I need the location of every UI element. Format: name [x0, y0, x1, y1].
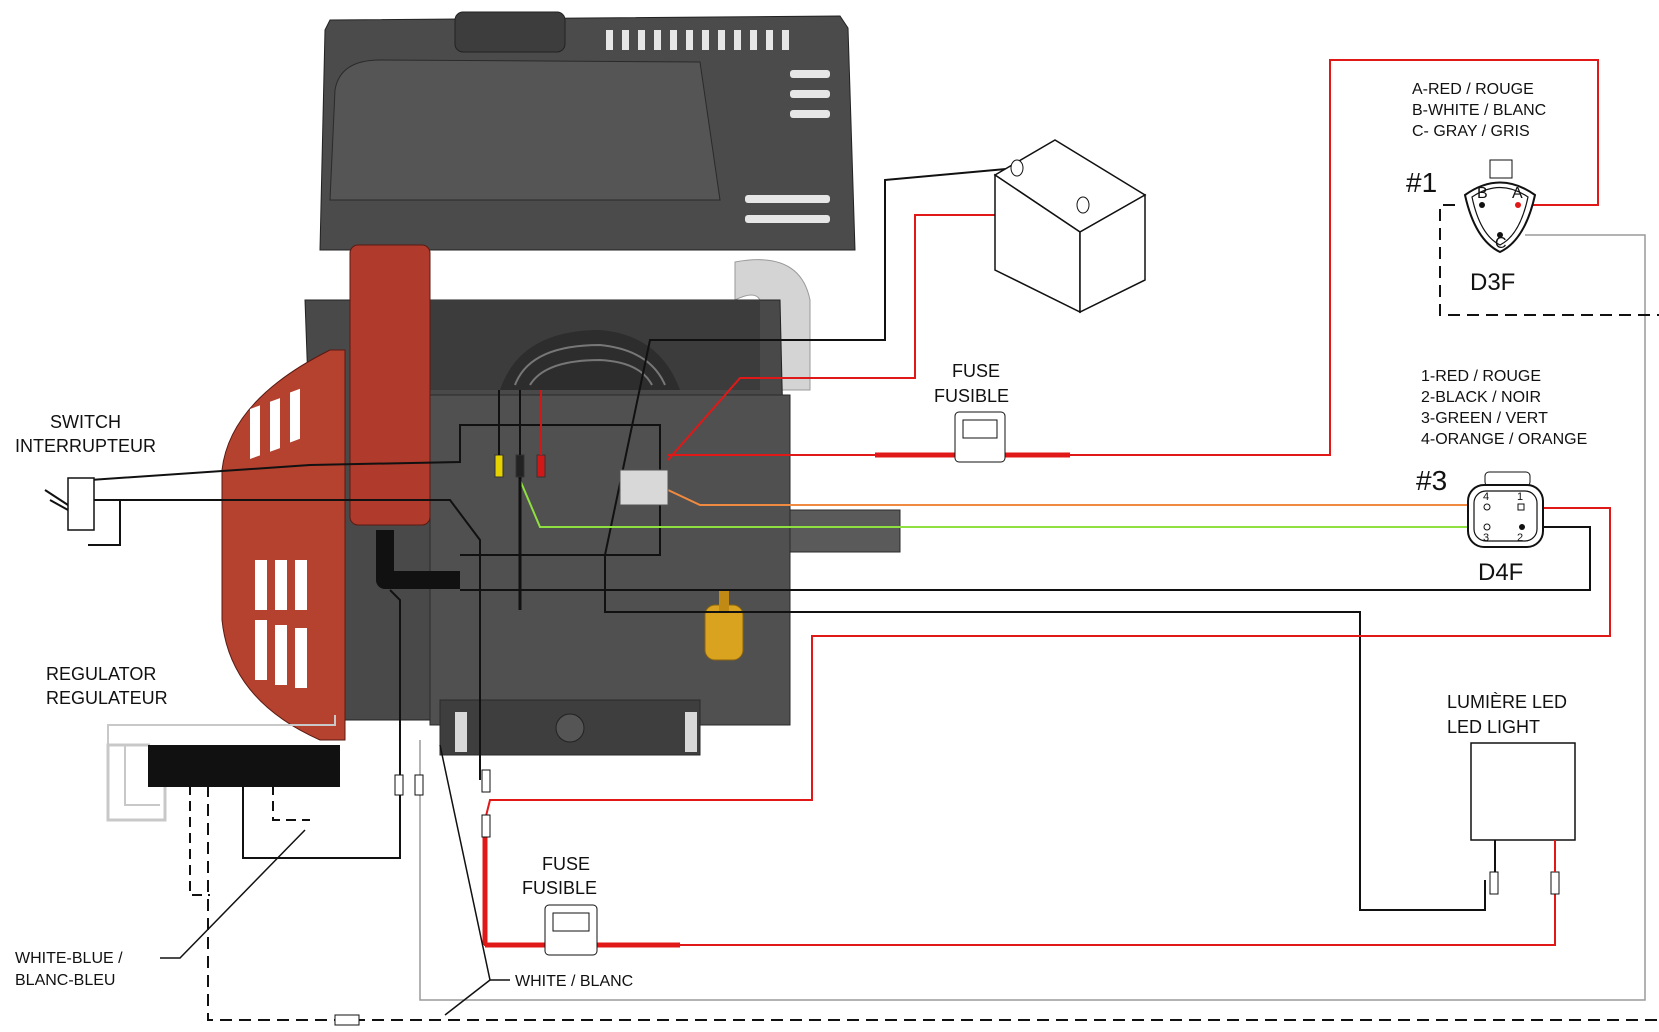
- d4f-pin-3: 3: [1483, 532, 1489, 544]
- switch-label-en: SWITCH: [50, 412, 121, 432]
- d3f-legend-c: C- GRAY / GRIS: [1412, 123, 1530, 140]
- fuse-holder-bottom: [544, 904, 598, 956]
- led-label-fr: LUMIÈRE LED: [1447, 692, 1567, 712]
- d4f-number: #3: [1416, 465, 1447, 496]
- d4f-legend-1: 1-RED / ROUGE: [1421, 368, 1541, 385]
- wire-bottom-dash: [207, 785, 1659, 1021]
- d3f-pin-c: C: [1495, 235, 1507, 252]
- regulator-label-en: REGULATOR: [46, 664, 156, 684]
- wire-switch-mid: [120, 499, 481, 780]
- wire-reg-dash-2: [189, 785, 210, 896]
- wire-switch-top: [89, 424, 661, 556]
- white-blue-label-1: WHITE-BLUE /: [15, 950, 123, 967]
- fuse-bottom-label-fr: FUSIBLE: [522, 878, 597, 898]
- d4f-pin-2: 2: [1517, 532, 1523, 544]
- wire-orange: [667, 489, 1490, 506]
- d3f-code: D3F: [1470, 269, 1515, 296]
- wire-reg-white: [242, 589, 401, 859]
- tank-vents: [606, 30, 789, 50]
- wire-battery-red: [667, 214, 1070, 461]
- labels: SWITCH INTERRUPTEUR REGULATOR REGULATEUR…: [15, 81, 1587, 990]
- d3f-connector: A B C: [1463, 159, 1537, 254]
- d4f-code: D4F: [1478, 559, 1523, 586]
- d3f-pin-b: B: [1477, 185, 1488, 202]
- regulator-label-fr: REGULATEUR: [46, 688, 168, 708]
- regulator-box: [148, 745, 340, 787]
- wire-switch-bottom: [88, 499, 121, 546]
- fuse-top-label-fr: FUSIBLE: [934, 386, 1009, 406]
- d3f-legend-a: A-RED / ROUGE: [1412, 81, 1534, 98]
- d3f-pin-a: A: [1512, 185, 1523, 202]
- d3f-legend-b: B-WHITE / BLANC: [1412, 102, 1546, 119]
- wire-reg-dash-1: [272, 785, 310, 821]
- d4f-legend-3: 3-GREEN / VERT: [1421, 410, 1548, 427]
- leader-white-blue: [160, 829, 306, 959]
- d4f-legend-4: 4-ORANGE / ORANGE: [1421, 431, 1587, 448]
- fuse-bottom-label-en: FUSE: [542, 854, 590, 874]
- wires: [88, 59, 1659, 1026]
- d4f-connector: [1467, 471, 1544, 548]
- d4f-legend-2: 2-BLACK / NOIR: [1421, 389, 1541, 406]
- wire-green: [519, 479, 1490, 528]
- engine: [221, 11, 901, 756]
- wire-gray: [419, 234, 1646, 1001]
- ignition-switch: [44, 477, 95, 531]
- white-blanc-label: WHITE / BLANC: [515, 973, 633, 990]
- led-light-box: [1470, 742, 1576, 841]
- fuse-top-label-en: FUSE: [952, 361, 1000, 381]
- fuse-holder-top: [954, 411, 1006, 463]
- led-label-en: LED LIGHT: [1447, 717, 1540, 737]
- d4f-pin-4: 4: [1483, 491, 1489, 503]
- wire-regulator-loop: [106, 743, 167, 822]
- wire-d4f-black: [460, 526, 1591, 591]
- d4f-pin-1: 1: [1517, 491, 1523, 503]
- fan-grille-slots: [250, 388, 307, 688]
- side-vents: [745, 70, 830, 223]
- switch-label-fr: INTERRUPTEUR: [15, 436, 156, 456]
- d3f-number: #1: [1406, 167, 1437, 198]
- wire-d3f-dash: [1439, 204, 1659, 316]
- battery: [993, 139, 1147, 314]
- white-blue-label-2: BLANC-BLEU: [15, 972, 115, 989]
- wire-battery-black: [604, 167, 1486, 911]
